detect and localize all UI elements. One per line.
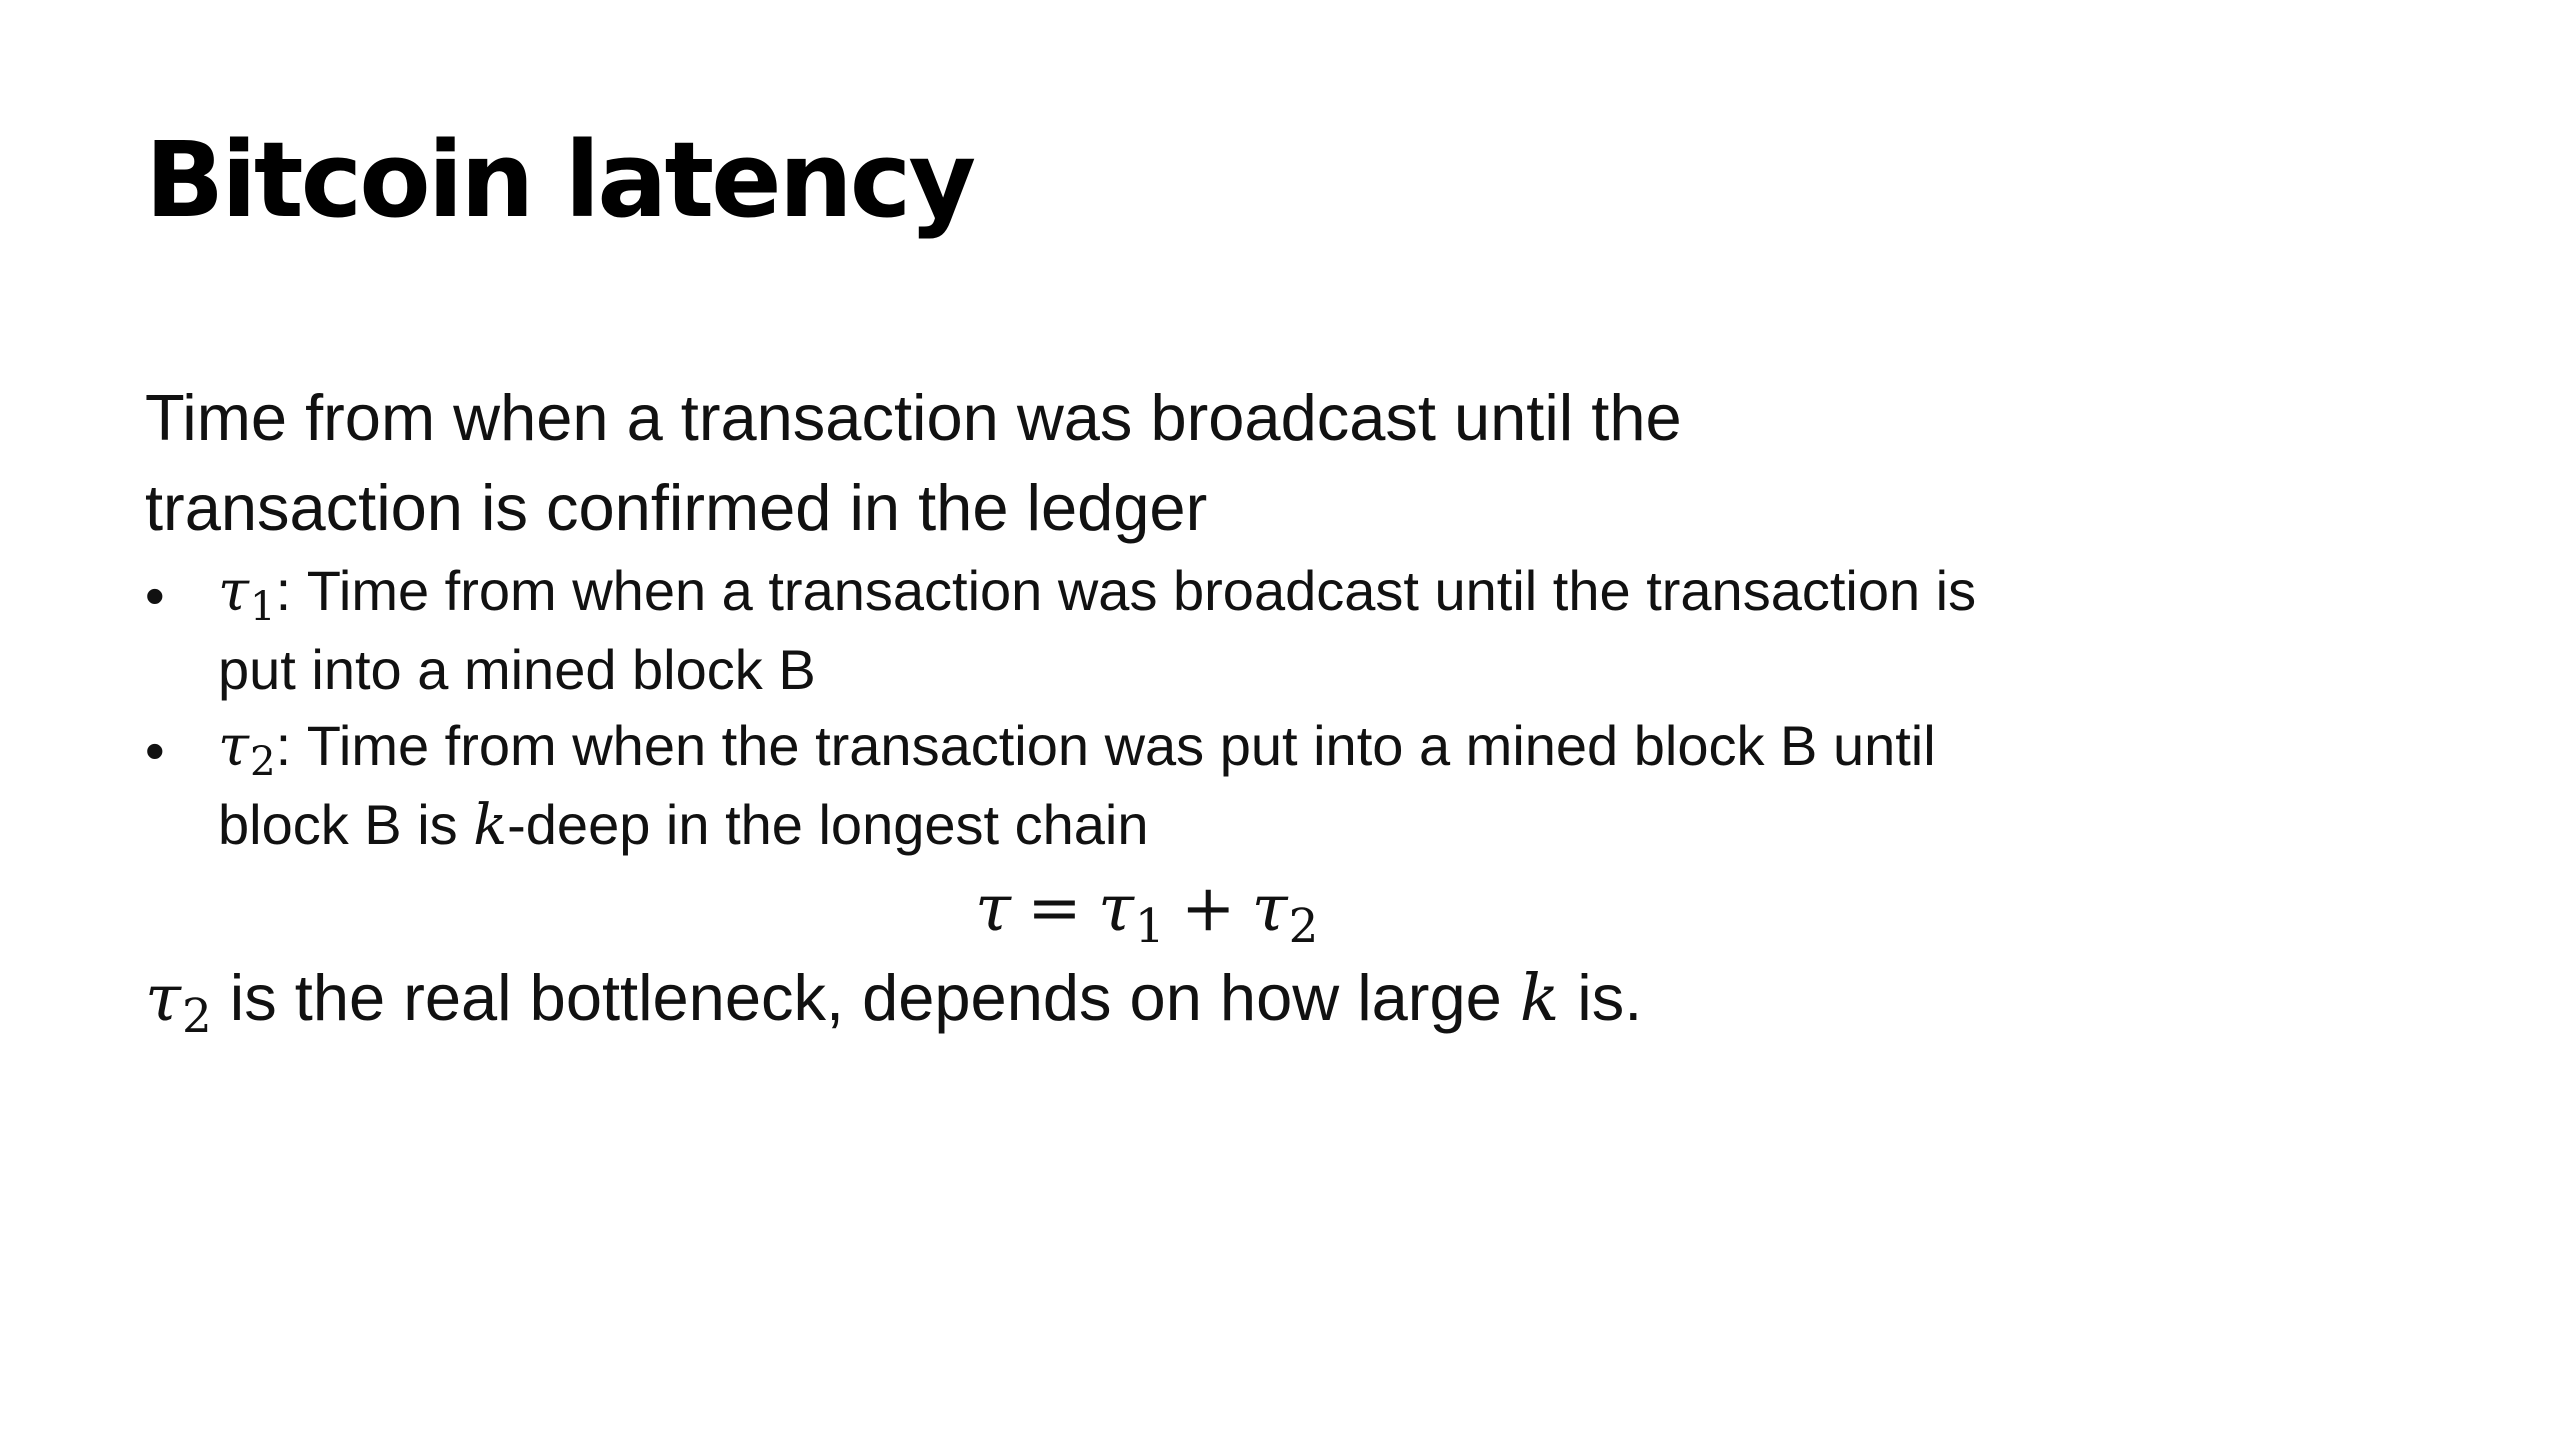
bullet-1-line-1: τ1: Time from when a transaction was bro… <box>218 563 1976 627</box>
tau-symbol: τ <box>218 559 249 624</box>
conclusion-text-after: is. <box>1559 961 1643 1034</box>
latency-equation: τ=τ1+τ2 <box>975 875 1318 950</box>
bullet-1-line-2: put into a mined block B <box>218 638 816 701</box>
equals-sign: = <box>1027 871 1082 946</box>
bullet-2-text: : Time from when the transaction was put… <box>275 714 1936 777</box>
bullet-2-text-after: -deep in the longest chain <box>507 793 1149 856</box>
definition-line-2: transaction is confirmed in the ledger <box>145 471 1208 544</box>
definition-line-1: Time from when a transaction was broadca… <box>145 381 1682 454</box>
bullet-2-line-1: τ2: Time from when the transaction was p… <box>218 718 1936 782</box>
tau-subscript: 1 <box>1134 899 1165 954</box>
conclusion-text-before: is the real bottleneck, depends on how l… <box>211 961 1520 1034</box>
bullet-2-line-2: block B is k-deep in the longest chain <box>218 797 1149 854</box>
tau-symbol: τ <box>975 871 1011 946</box>
k-variable: k <box>1519 961 1560 1036</box>
tau-subscript: 2 <box>1288 899 1319 954</box>
k-variable: k <box>473 793 508 858</box>
tau-subscript: 2 <box>181 989 212 1044</box>
bullet-marker-2: • <box>145 719 165 782</box>
bullet-2-text-before: block B is <box>218 793 474 856</box>
bullet-1-text: : Time from when a transaction was broad… <box>275 559 1977 622</box>
tau-symbol: τ <box>145 961 181 1036</box>
plus-sign: + <box>1180 871 1236 946</box>
slide-title: Bitcoin latency <box>145 119 976 241</box>
tau-symbol: τ <box>1251 871 1288 946</box>
tau-symbol: τ <box>218 714 249 779</box>
conclusion-line: τ2 is the real bottleneck, depends on ho… <box>145 965 1642 1040</box>
tau-subscript: 1 <box>249 583 276 631</box>
tau-symbol: τ <box>1097 871 1134 946</box>
bullet-marker-1: • <box>145 564 165 627</box>
tau-subscript: 2 <box>249 738 276 786</box>
